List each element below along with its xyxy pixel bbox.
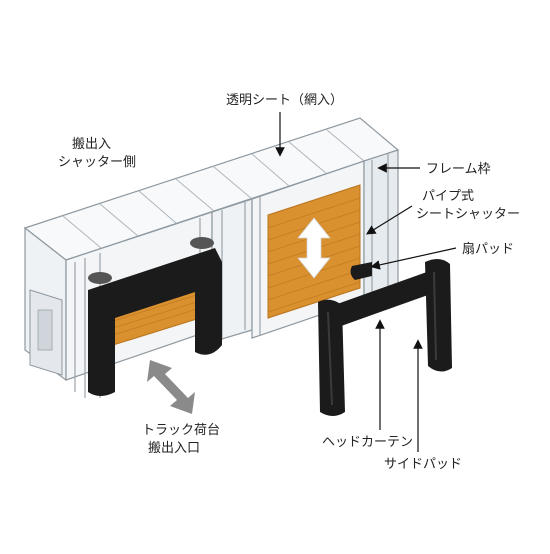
leader-fan-pad (370, 247, 457, 270)
roof-seams (62, 129, 365, 249)
leader-lines (275, 112, 457, 452)
label-fan-pad: 扇パッド (462, 241, 514, 257)
truck-direction-arrow (147, 360, 195, 414)
labels: 透明シート（網入） 搬出入 シャッター側 フレーム枠 パイプ式 シートシャッター… (58, 93, 520, 472)
label-truck-2: 搬出入口 (148, 441, 200, 456)
leader-pipe-shutter (365, 205, 413, 235)
head-curtain (326, 268, 442, 330)
label-side-pad: サイドパッド (384, 457, 462, 472)
label-loading-side-2: シャッター側 (58, 155, 136, 170)
label-truck-1: トラック荷台 (142, 423, 220, 438)
shutter-updown-arrow (297, 217, 331, 279)
vent-grill (37, 309, 53, 351)
left-dock-opening (88, 237, 222, 396)
side-pad-left (318, 299, 345, 416)
label-pipe-shutter-1: パイプ式 (422, 189, 474, 204)
label-loading-side-1: 搬出入 (72, 137, 111, 152)
left-pad-top-right (190, 237, 214, 249)
left-dock-pad (88, 248, 222, 396)
exploded-pad-set (318, 258, 452, 416)
fan-pad (350, 262, 372, 280)
label-head-curtain: ヘッドカーテン (322, 435, 413, 450)
pipe-sheet-shutter (267, 184, 372, 319)
label-frame: フレーム枠 (426, 162, 491, 177)
label-pipe-shutter-2: シートシャッター (416, 207, 520, 222)
left-pad-top-left (88, 272, 112, 284)
pad-highlight (327, 271, 437, 406)
side-pad-right (425, 258, 452, 372)
label-transparent-sheet: 透明シート（網入） (226, 93, 343, 108)
